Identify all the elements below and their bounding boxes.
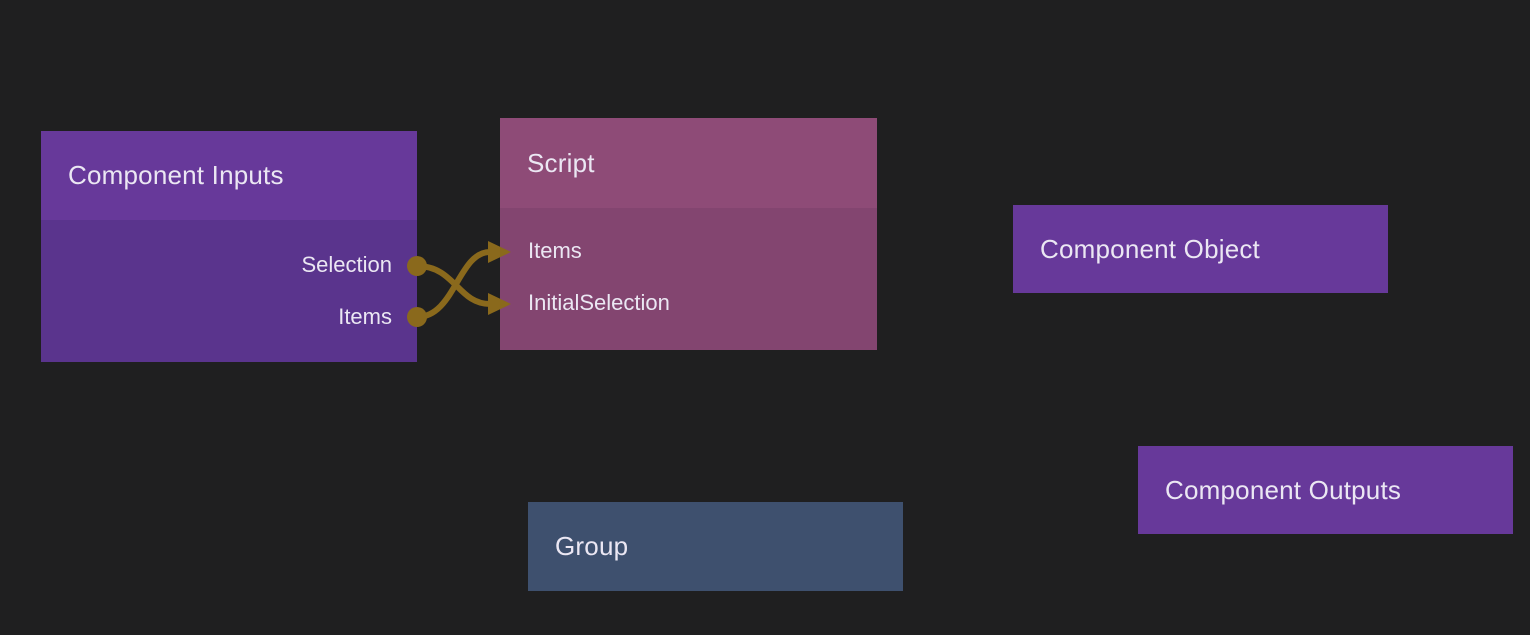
node-group[interactable]: Group bbox=[528, 502, 903, 591]
node-component-inputs[interactable]: Component Inputs Selection Items bbox=[41, 131, 417, 362]
node-script-body: Items InitialSelection bbox=[500, 208, 877, 350]
node-title: Component Object bbox=[1040, 233, 1260, 264]
input-port-row-items[interactable]: Items bbox=[500, 225, 877, 277]
node-component-inputs-header[interactable]: Component Inputs bbox=[41, 131, 417, 220]
node-script[interactable]: Script Items InitialSelection bbox=[500, 118, 877, 350]
output-port-dot-selection[interactable] bbox=[407, 256, 427, 276]
node-component-outputs[interactable]: Component Outputs bbox=[1138, 446, 1513, 534]
input-port-label-initialselection: InitialSelection bbox=[528, 290, 670, 315]
input-port-arrow-initialselection[interactable] bbox=[488, 293, 511, 315]
connection-wires bbox=[407, 241, 511, 327]
input-port-arrow-items[interactable] bbox=[488, 241, 511, 263]
node-title: Component Inputs bbox=[68, 160, 284, 190]
node-script-header[interactable]: Script bbox=[500, 118, 877, 208]
input-port-row-initialselection[interactable]: InitialSelection bbox=[500, 277, 877, 329]
output-port-row-selection[interactable]: Selection bbox=[41, 239, 417, 291]
wire-items-to-items[interactable] bbox=[414, 249, 493, 320]
input-port-label-items: Items bbox=[528, 238, 582, 263]
output-port-row-items[interactable]: Items bbox=[41, 291, 417, 343]
node-component-inputs-body: Selection Items bbox=[41, 220, 417, 362]
node-title: Group bbox=[555, 531, 629, 561]
node-title: Component Outputs bbox=[1165, 474, 1402, 505]
output-port-label-items: Items bbox=[338, 304, 392, 329]
node-title: Script bbox=[527, 147, 595, 178]
node-component-object[interactable]: Component Object bbox=[1013, 205, 1388, 293]
output-port-label-selection: Selection bbox=[301, 252, 392, 277]
output-port-dot-items[interactable] bbox=[407, 307, 427, 327]
